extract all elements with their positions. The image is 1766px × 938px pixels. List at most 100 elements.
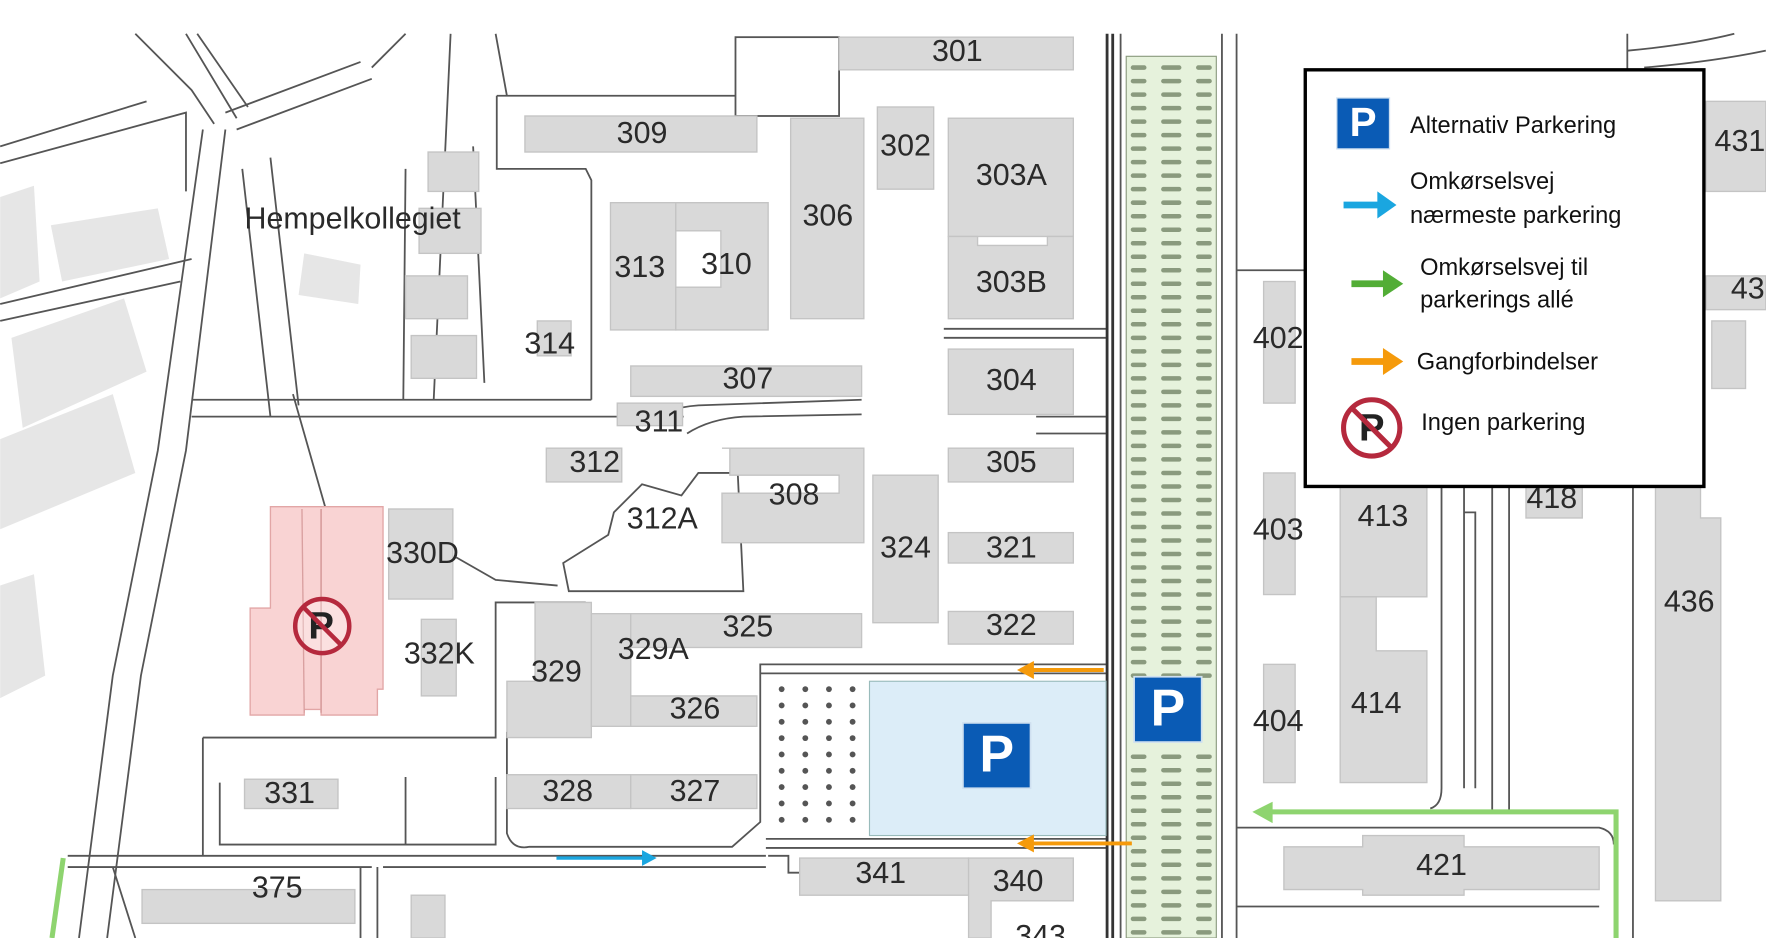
- parking-stall: [1130, 240, 1147, 246]
- building-label[interactable]: 308: [769, 478, 820, 512]
- building-label[interactable]: 332K: [404, 636, 475, 670]
- building-label[interactable]: 310: [701, 247, 752, 281]
- legend-label: Omkørselsvej: [1410, 169, 1554, 195]
- parking-stall: [1161, 119, 1182, 124]
- parking-stall: [1161, 619, 1182, 624]
- parking-stall: [1161, 862, 1182, 868]
- parking-stall: [1130, 470, 1147, 476]
- parking-stall: [1161, 457, 1182, 462]
- building-label[interactable]: 321: [986, 531, 1037, 565]
- building-label[interactable]: 330D: [386, 536, 459, 570]
- parking-stall: [1161, 930, 1182, 935]
- legend-label: nærmeste parkering: [1410, 203, 1621, 229]
- parking-stall: [1130, 524, 1147, 530]
- parking-stall: [1196, 119, 1212, 124]
- parking-stall: [1196, 524, 1212, 530]
- building-label[interactable]: 43: [1731, 272, 1765, 306]
- building-label[interactable]: 324: [880, 531, 931, 565]
- parking-stall: [1196, 646, 1212, 651]
- building-label[interactable]: 329A: [618, 632, 690, 666]
- parking-stall: [1130, 362, 1147, 368]
- building-label[interactable]: 306: [802, 198, 853, 232]
- parking-stall: [1130, 632, 1147, 638]
- building-label[interactable]: 313: [614, 250, 665, 284]
- building-label[interactable]: 326: [670, 692, 721, 726]
- building-label[interactable]: 314: [524, 327, 575, 361]
- building-label[interactable]: 402: [1253, 321, 1304, 355]
- building-label[interactable]: 305: [986, 445, 1037, 479]
- parking-stall: [1130, 443, 1147, 449]
- building-label[interactable]: 403: [1253, 513, 1304, 547]
- building-label[interactable]: 414: [1351, 686, 1402, 720]
- parking-stall: [1196, 876, 1212, 881]
- parking-stall: [1161, 849, 1182, 854]
- parking-stall: [1130, 822, 1147, 827]
- building-label[interactable]: 301: [932, 34, 983, 68]
- parking-stall: [1161, 186, 1182, 192]
- bike-parking-dot: [802, 686, 809, 693]
- background-buildings-west: [0, 185, 361, 699]
- building-label[interactable]: 327: [670, 774, 721, 808]
- parking-stall: [1130, 862, 1147, 868]
- parking-stall: [1130, 389, 1147, 395]
- building-label[interactable]: 328: [542, 774, 593, 808]
- parking-stall: [1196, 322, 1212, 327]
- parking-stall: [1161, 416, 1182, 422]
- parking-alley[interactable]: [1125, 55, 1217, 938]
- parking-stall: [1130, 322, 1147, 327]
- parking-stall: [1196, 362, 1212, 368]
- building-label[interactable]: 311: [635, 404, 683, 438]
- building-label[interactable]: 375: [252, 871, 303, 905]
- parking-stall: [1161, 632, 1182, 638]
- parking-stall: [1130, 403, 1147, 408]
- parking-stall: [1161, 767, 1182, 773]
- parking-stall: [1196, 416, 1212, 422]
- bike-parking-dot: [826, 718, 832, 725]
- building-label[interactable]: 341: [855, 856, 906, 890]
- building-label[interactable]: 312: [569, 445, 620, 479]
- building-label[interactable]: 343: [1015, 919, 1066, 938]
- building-label[interactable]: 322: [986, 608, 1037, 642]
- building-label[interactable]: 312A: [627, 501, 699, 535]
- parking-stall: [1196, 457, 1212, 462]
- building-label[interactable]: 421: [1416, 848, 1467, 882]
- building-label[interactable]: 431: [1715, 124, 1766, 158]
- building-label[interactable]: 304: [986, 363, 1037, 397]
- parking-stall: [1196, 849, 1212, 854]
- building-label[interactable]: 309: [617, 116, 668, 150]
- building-label[interactable]: 302: [880, 129, 931, 163]
- legend-item-no-parking: P Ingen parkering: [1341, 397, 1585, 459]
- legend-item-alternativ-parkering: Alternativ Parkering: [1336, 97, 1616, 150]
- parking-stall: [1130, 754, 1147, 759]
- building-label[interactable]: 413: [1358, 499, 1409, 533]
- parking-stall: [1130, 605, 1147, 611]
- building-label[interactable]: 329: [531, 654, 582, 688]
- bike-parking-dot: [826, 816, 832, 823]
- parking-stall: [1161, 213, 1182, 219]
- building-label[interactable]: 340: [993, 864, 1044, 898]
- building-label[interactable]: 436: [1664, 585, 1715, 619]
- parking-stall: [1196, 470, 1212, 476]
- parking-stall: [1196, 794, 1212, 800]
- parking-sign-icon: [962, 722, 1032, 790]
- parking-stall: [1196, 903, 1212, 908]
- building-label[interactable]: 325: [723, 609, 774, 643]
- building-label[interactable]: 303B: [976, 265, 1047, 299]
- parking-stall: [1161, 916, 1182, 922]
- parking-stall: [1196, 619, 1212, 624]
- building-label[interactable]: 307: [723, 362, 774, 396]
- parking-stall: [1161, 240, 1182, 246]
- parking-stall: [1161, 65, 1182, 70]
- parking-stall: [1196, 443, 1212, 449]
- bike-parking-dot: [802, 751, 809, 758]
- parking-stall: [1161, 470, 1182, 476]
- parking-stall: [1196, 916, 1212, 922]
- parking-stall: [1161, 592, 1182, 597]
- legend: Alternativ Parkering Omkørselsvej nærmes…: [1303, 68, 1706, 489]
- building-label[interactable]: 404: [1253, 704, 1304, 738]
- building-label[interactable]: 331: [264, 776, 315, 810]
- building-label[interactable]: 303A: [976, 158, 1048, 192]
- parking-stall: [1196, 754, 1212, 759]
- parking-stall: [1196, 308, 1212, 314]
